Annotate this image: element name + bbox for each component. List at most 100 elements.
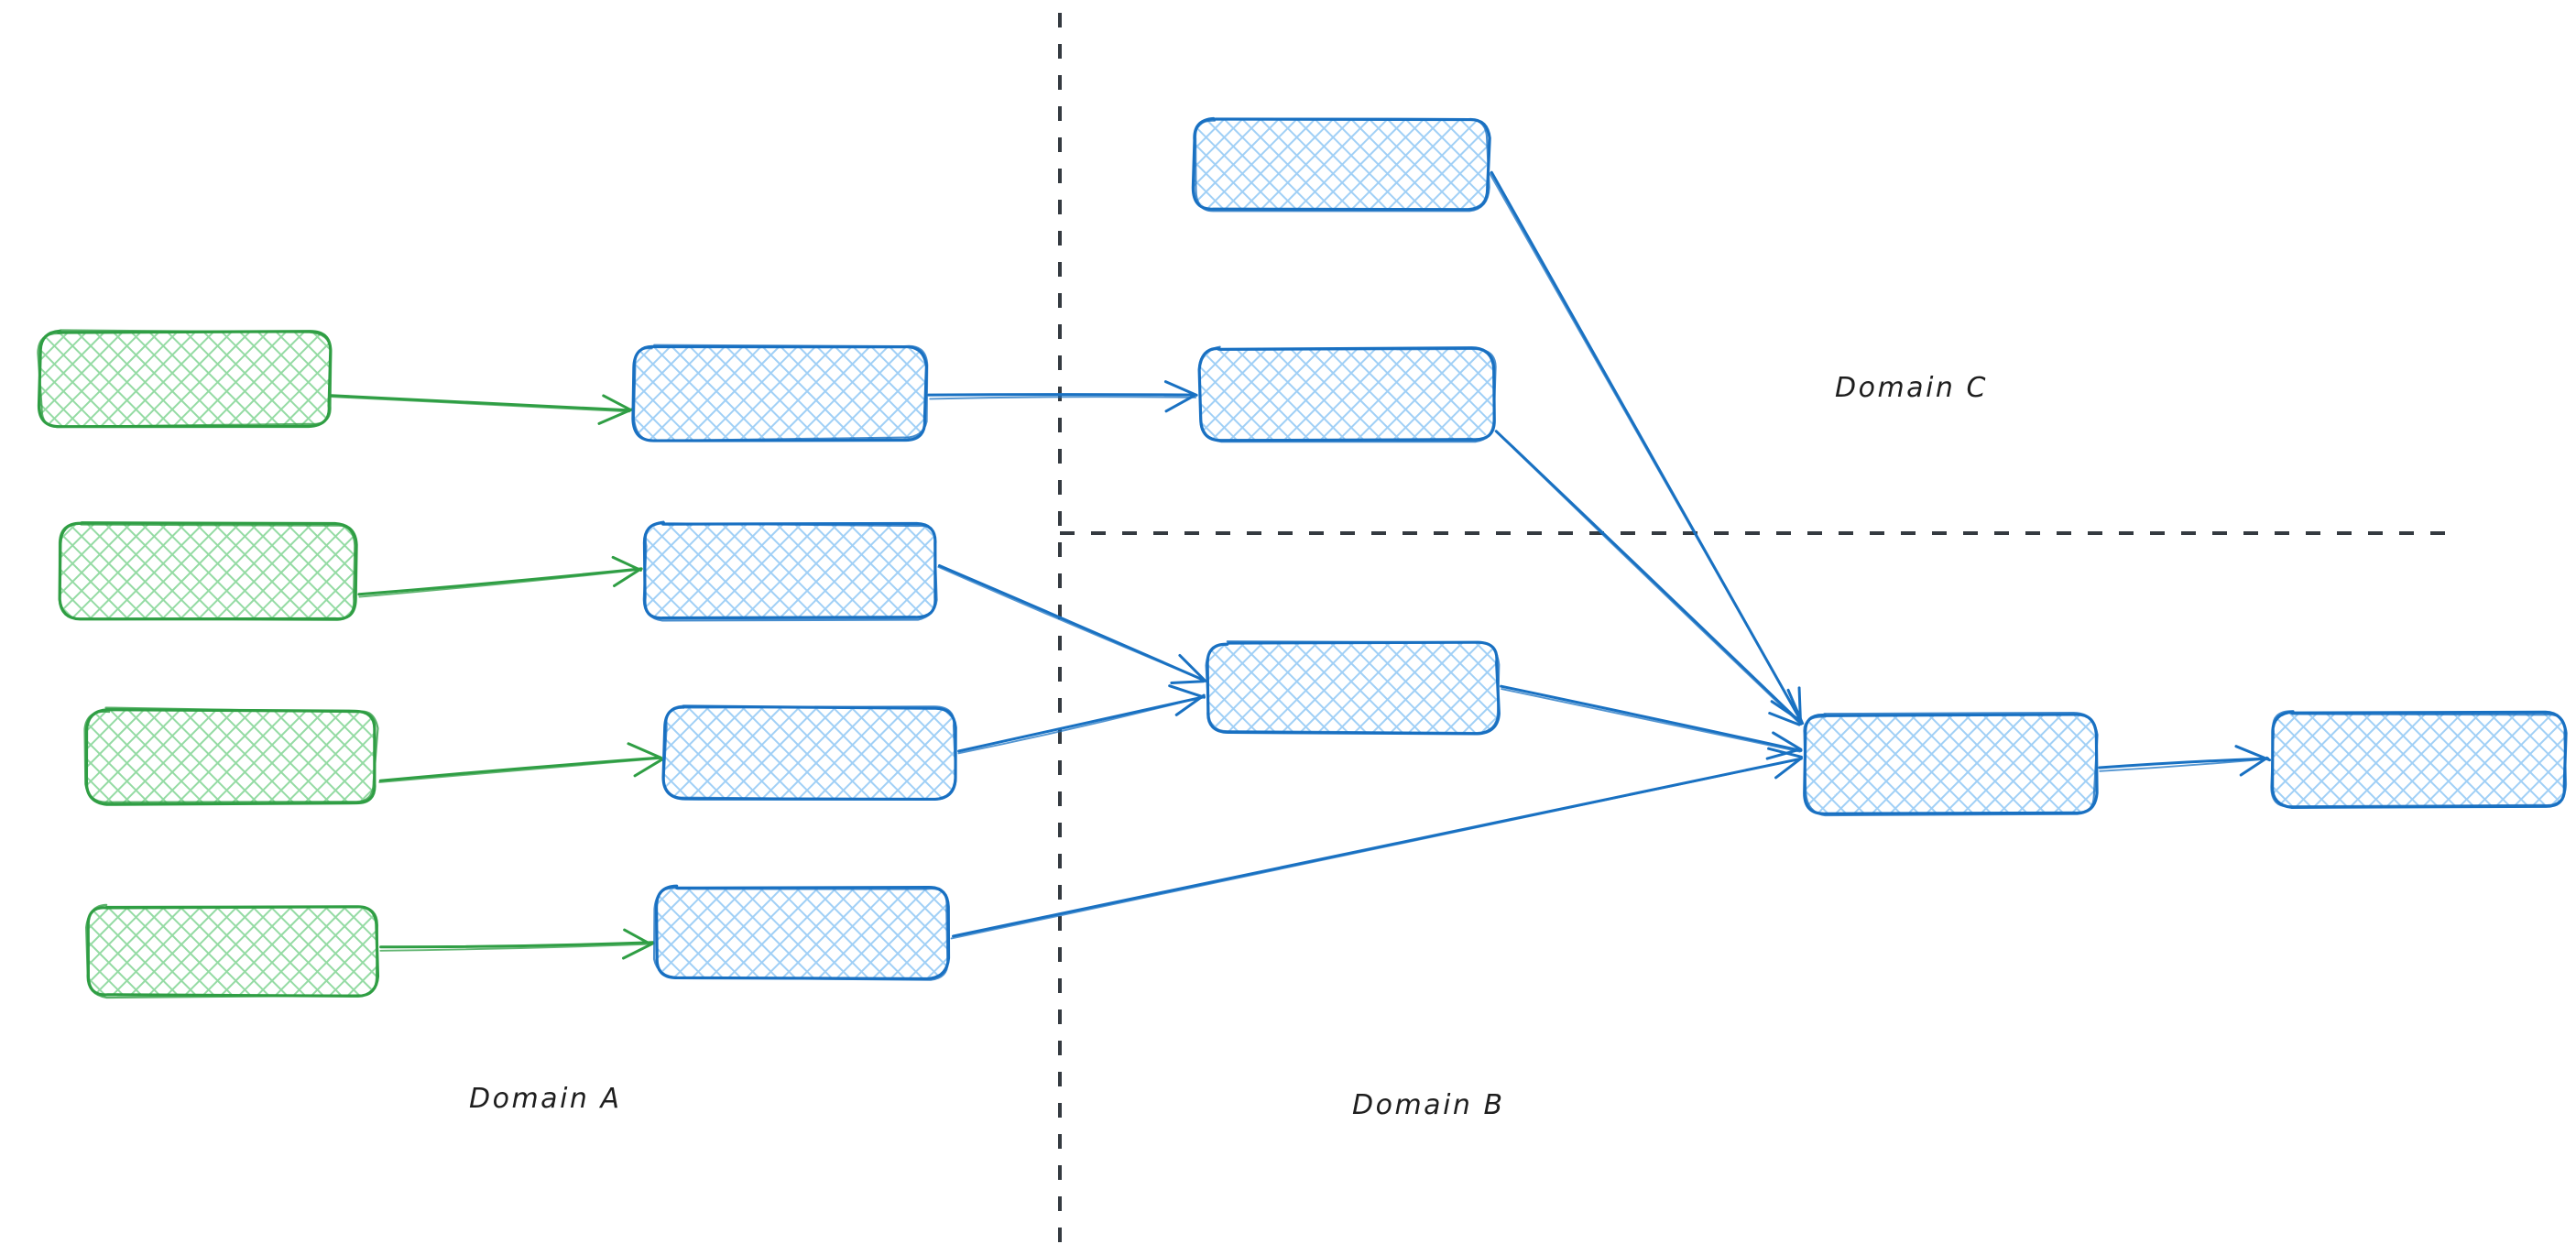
node-outline	[642, 520, 938, 622]
edge-arrowhead	[1168, 684, 1206, 699]
edge-arrowhead	[1772, 731, 1803, 751]
edge-arrowhead	[613, 567, 643, 587]
node-fill	[87, 710, 376, 803]
edge-shaft	[1488, 171, 1802, 722]
edge-shaft	[929, 396, 1197, 400]
edge-e-b2-b5	[937, 563, 1207, 684]
node-outline	[1803, 711, 2099, 817]
node-c2[interactable]	[1197, 345, 1497, 443]
divider-layer	[1058, 13, 2453, 1242]
node-outline	[83, 706, 379, 803]
edge-shaft	[378, 756, 661, 782]
node-fill	[1207, 643, 1498, 733]
edge-arrowhead	[622, 942, 655, 960]
edge-layer	[329, 170, 2272, 960]
edge-e-b4-hub	[950, 747, 1803, 940]
node-fill	[634, 346, 925, 440]
edge-arrowhead	[627, 742, 663, 759]
edge-arrowhead	[597, 408, 634, 425]
node-fill	[1200, 348, 1493, 440]
node-b4[interactable]	[652, 884, 951, 981]
node-fill	[87, 907, 377, 996]
node-hub[interactable]	[1803, 711, 2099, 817]
node-outline	[85, 903, 378, 999]
edge-e-a3-b3	[378, 742, 663, 783]
edge-shaft	[358, 568, 641, 598]
edge-e-b1-c2	[927, 380, 1198, 413]
node-fill	[664, 707, 955, 799]
edge-shaft	[950, 758, 1803, 940]
node-fill	[60, 524, 355, 619]
edge-arrowhead	[1774, 757, 1803, 780]
edge-shaft	[957, 695, 1206, 755]
edge-shaft	[379, 943, 653, 952]
edge-arrowhead	[2239, 756, 2269, 777]
edge-e-c1-hub	[1488, 170, 1802, 722]
node-fill	[39, 332, 330, 426]
edge-arrowhead	[633, 758, 663, 778]
node-c1[interactable]	[1191, 116, 1491, 213]
node-out[interactable]	[2270, 710, 2568, 809]
node-a4[interactable]	[85, 903, 380, 999]
node-fill	[644, 524, 936, 618]
edge-arrowhead	[1178, 653, 1207, 682]
edge-shaft	[330, 394, 632, 412]
edge-arrowhead	[1765, 748, 1802, 760]
node-fill	[656, 887, 948, 978]
node-outline	[84, 708, 377, 806]
node-a1[interactable]	[37, 329, 333, 429]
edge-arrowhead	[623, 928, 652, 946]
node-outline	[1197, 345, 1497, 443]
edge-shaft	[1501, 688, 1801, 753]
edge-e-b3-b5	[957, 684, 1206, 755]
node-b2[interactable]	[642, 520, 938, 622]
edge-shaft	[378, 757, 661, 783]
node-layer	[37, 116, 2568, 999]
node-outline	[632, 344, 929, 442]
label-domain-a: Domain A	[469, 1083, 622, 1115]
edge-shaft	[937, 565, 1205, 682]
edge-shaft	[1494, 430, 1802, 726]
edge-shaft	[2098, 757, 2270, 769]
edge-arrowhead	[1797, 686, 1802, 722]
edge-e-b5-hub	[1500, 684, 1803, 760]
label-domain-c: Domain C	[1835, 372, 1988, 404]
node-b1[interactable]	[631, 344, 929, 442]
node-outline	[652, 887, 949, 981]
edge-arrowhead	[1170, 680, 1206, 684]
edge-arrowhead	[2234, 745, 2272, 762]
node-b5[interactable]	[1205, 640, 1501, 736]
node-b3[interactable]	[661, 704, 957, 802]
edge-arrowhead	[602, 394, 632, 411]
label-domain-b: Domain B	[1352, 1089, 1505, 1121]
edge-arrowhead	[611, 555, 642, 572]
node-fill	[2272, 713, 2565, 806]
node-outline	[58, 521, 358, 621]
edge-shaft	[1500, 684, 1803, 752]
edge-arrowhead	[1164, 393, 1197, 413]
node-a2[interactable]	[58, 521, 358, 621]
node-outline	[1194, 117, 1490, 213]
edge-e-hub-out	[2098, 745, 2272, 777]
node-outline	[58, 522, 356, 621]
edge-e-a4-b4	[379, 928, 655, 960]
node-outline	[37, 329, 333, 429]
edge-shaft	[379, 941, 655, 949]
node-outline	[2270, 710, 2568, 808]
node-fill	[1805, 715, 2096, 813]
edge-arrowhead	[1768, 712, 1801, 726]
node-outline	[662, 704, 957, 801]
edge-shaft	[957, 695, 1206, 753]
node-fill	[1194, 119, 1489, 209]
node-a3[interactable]	[83, 706, 379, 806]
edge-shaft	[2099, 758, 2270, 772]
edge-arrowhead	[1174, 693, 1206, 716]
edge-e-a1-b1	[329, 394, 634, 425]
edge-shaft	[329, 396, 630, 413]
edge-e-a2-b2	[357, 555, 643, 598]
edge-arrowhead	[1163, 380, 1198, 397]
edge-shaft	[357, 567, 643, 596]
edge-arrowhead	[1767, 747, 1803, 758]
edge-e-c2-hub	[1494, 430, 1805, 726]
